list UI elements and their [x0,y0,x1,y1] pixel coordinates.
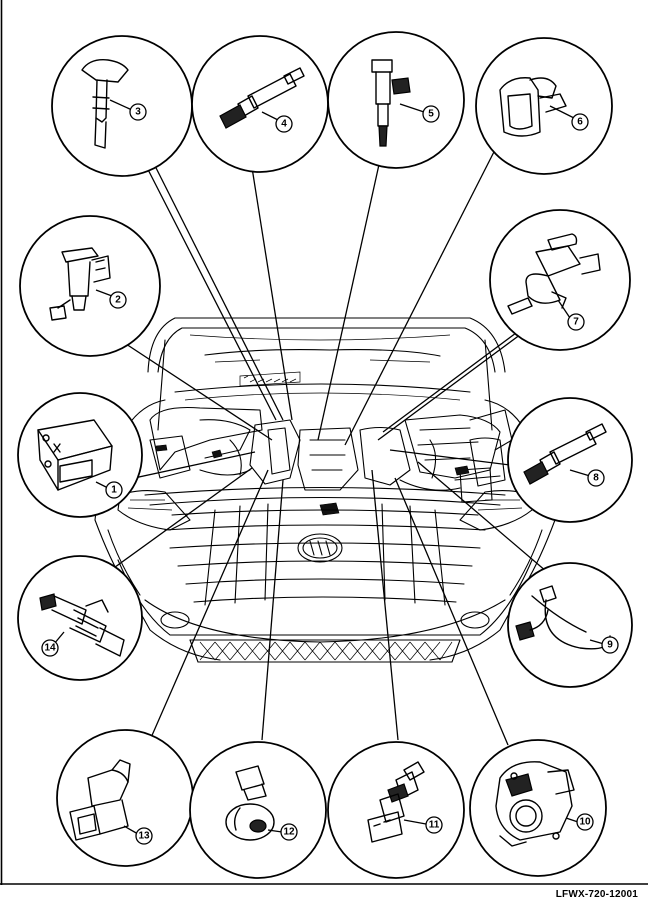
ecu-module-icon [37,419,113,491]
leader-line-1 [124,451,256,481]
fuel-pump-module-icon [49,247,111,321]
crankshaft-position-sensor-icon [515,585,611,650]
leader-line-13 [149,469,269,741]
callout-12: 12 [189,741,327,879]
ignition-coil-icon [81,59,129,149]
throttle-body-icon [495,761,575,847]
callout-number-7: 7 [573,317,579,328]
callout-3: 3 [51,35,193,177]
callout-8: 8 [507,397,633,523]
callout-11: 11 [327,741,465,879]
callout-number-2: 2 [115,295,121,306]
canister-purge-valve-icon [507,233,601,315]
callout-number-11: 11 [429,820,440,831]
oxygen-sensor-icon [523,423,607,485]
callout-number-10: 10 [579,817,591,828]
callout-6: 6 [475,37,613,175]
leader-line-8 [389,449,511,466]
callout-10: 10 [469,739,607,877]
leader-lines [99,139,561,746]
callout-number-14: 14 [44,643,56,654]
leader-line-3b [144,145,284,421]
callout-9: 9 [507,562,633,688]
leader-line-6 [344,139,501,446]
oxygen-sensor-icon [219,67,305,129]
callout-7: 7 [489,209,631,351]
callout-5: 5 [327,31,465,169]
leader-line-14 [99,467,253,579]
coolant-temperature-sensor-icon [367,761,425,843]
callout-number-9: 9 [607,640,613,651]
intake-pressure-sensor-icon [69,759,131,841]
callout-14: 14 [17,555,143,681]
leader-line-7b [377,319,541,441]
callout-number-13: 13 [138,831,150,842]
fuel-injector-icon [371,59,411,147]
callout-number-4: 4 [281,119,287,130]
callout-2: 2 [19,215,161,357]
callout-4: 4 [191,35,329,173]
callout-13: 13 [56,729,194,867]
callout-number-5: 5 [428,109,434,120]
callout-1: 1 [17,392,143,518]
leader-line-9 [417,461,561,584]
leader-line-2 [119,339,273,441]
callout-number-1: 1 [111,485,117,496]
callout-number-6: 6 [577,117,583,128]
leader-line-4 [249,154,293,421]
figure-reference-code: LFWX-720-12001 [555,889,638,900]
callout-number-3: 3 [135,107,141,118]
leader-line-11 [371,469,399,741]
callout-number-12: 12 [283,827,295,838]
knock-sensor-icon [225,765,275,841]
leader-line-7 [382,329,521,433]
oil-control-valve-icon [39,593,125,657]
leader-line-12 [261,479,284,741]
leader-line-3 [137,149,277,421]
leader-line-10 [394,477,509,746]
vehicle-front-view [94,317,556,663]
leader-line-5 [317,159,381,441]
callout-number-8: 8 [593,473,599,484]
